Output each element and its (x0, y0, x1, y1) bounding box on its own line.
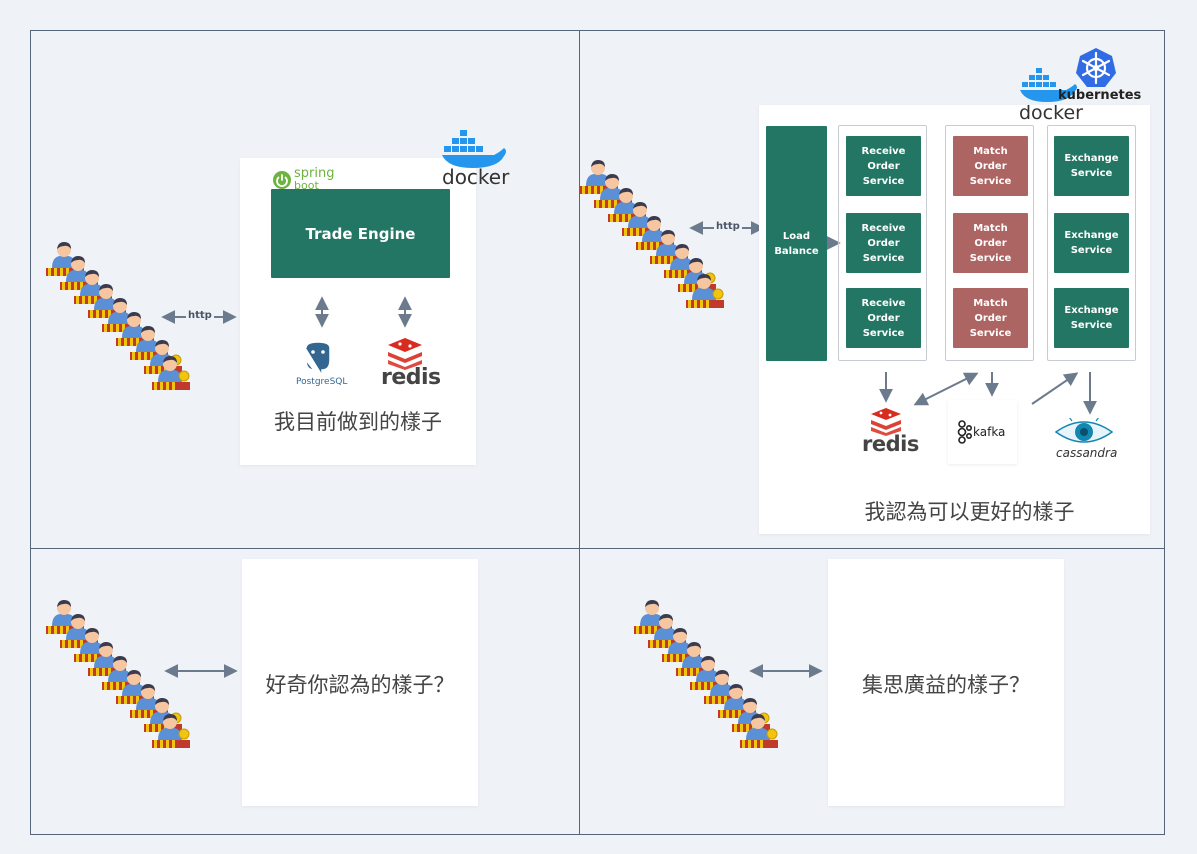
http-label-better: http (714, 221, 742, 232)
docker-label-better: docker (1019, 102, 1083, 124)
users-crowd-collective (634, 599, 779, 748)
redis-icon-better (871, 408, 901, 436)
kubernetes-icon (1076, 48, 1116, 87)
kafka-logo-box (948, 400, 1017, 464)
kubernetes-label: kubernetes (1058, 88, 1142, 103)
redis-label: redis (381, 365, 441, 390)
receive-group (838, 125, 927, 361)
users-crowd-yours (46, 599, 191, 748)
docker-icon-small (1020, 68, 1077, 102)
match-order-service-2: Match Order Service (953, 213, 1028, 273)
arrow-yours (164, 664, 238, 678)
exchange-service-3: Exchange Service (1054, 288, 1129, 348)
cassandra-eye-icon (1054, 418, 1114, 443)
users-crowd-better (580, 159, 725, 308)
docker-icon (442, 130, 506, 168)
docker-label: docker (442, 165, 510, 189)
data-flow-arrows (879, 372, 1097, 415)
kafka-label: kafka (973, 425, 1006, 439)
cassandra-label: cassandra (1056, 446, 1118, 460)
match-order-service-3: Match Order Service (953, 288, 1028, 348)
match-group (945, 125, 1034, 361)
arrow-collective (749, 664, 823, 678)
engine-postgres-arrow (315, 296, 329, 328)
load-balance-box: Load Balance (766, 126, 827, 361)
redis-label-better: redis (862, 432, 919, 456)
spring-label: spring (294, 166, 335, 181)
exchange-service-2: Exchange Service (1054, 213, 1129, 273)
lb-arrow (826, 236, 841, 250)
yours-card (242, 559, 478, 806)
receive-order-service-1: Receive Order Service (846, 136, 921, 196)
redis-icon (388, 338, 422, 370)
collective-card (828, 559, 1064, 806)
kafka-icon (957, 420, 972, 444)
receive-order-service-2: Receive Order Service (846, 213, 921, 273)
trade-engine-box: Trade Engine (271, 189, 450, 278)
receive-order-service-3: Receive Order Service (846, 288, 921, 348)
postgresql-label: PostgreSQL (296, 377, 348, 387)
better-caption: 我認為可以更好的樣子 (864, 500, 1075, 524)
postgresql-elephant-icon (305, 341, 331, 374)
collective-caption: 集思廣益的樣子？ (862, 673, 1030, 697)
quadrant-collective (579, 548, 1165, 835)
engine-redis-arrow (398, 296, 412, 328)
match-order-service-1: Match Order Service (953, 136, 1028, 196)
current-caption: 我目前做到的樣子 (274, 410, 442, 434)
spring-boot-icon (273, 171, 291, 189)
exchange-service-1: Exchange Service (1054, 136, 1129, 196)
exchange-group (1047, 125, 1136, 361)
yours-caption: 好奇你認為的樣子？ (265, 673, 455, 697)
http-label-current: http (186, 310, 214, 321)
boot-label: boot (294, 179, 319, 192)
